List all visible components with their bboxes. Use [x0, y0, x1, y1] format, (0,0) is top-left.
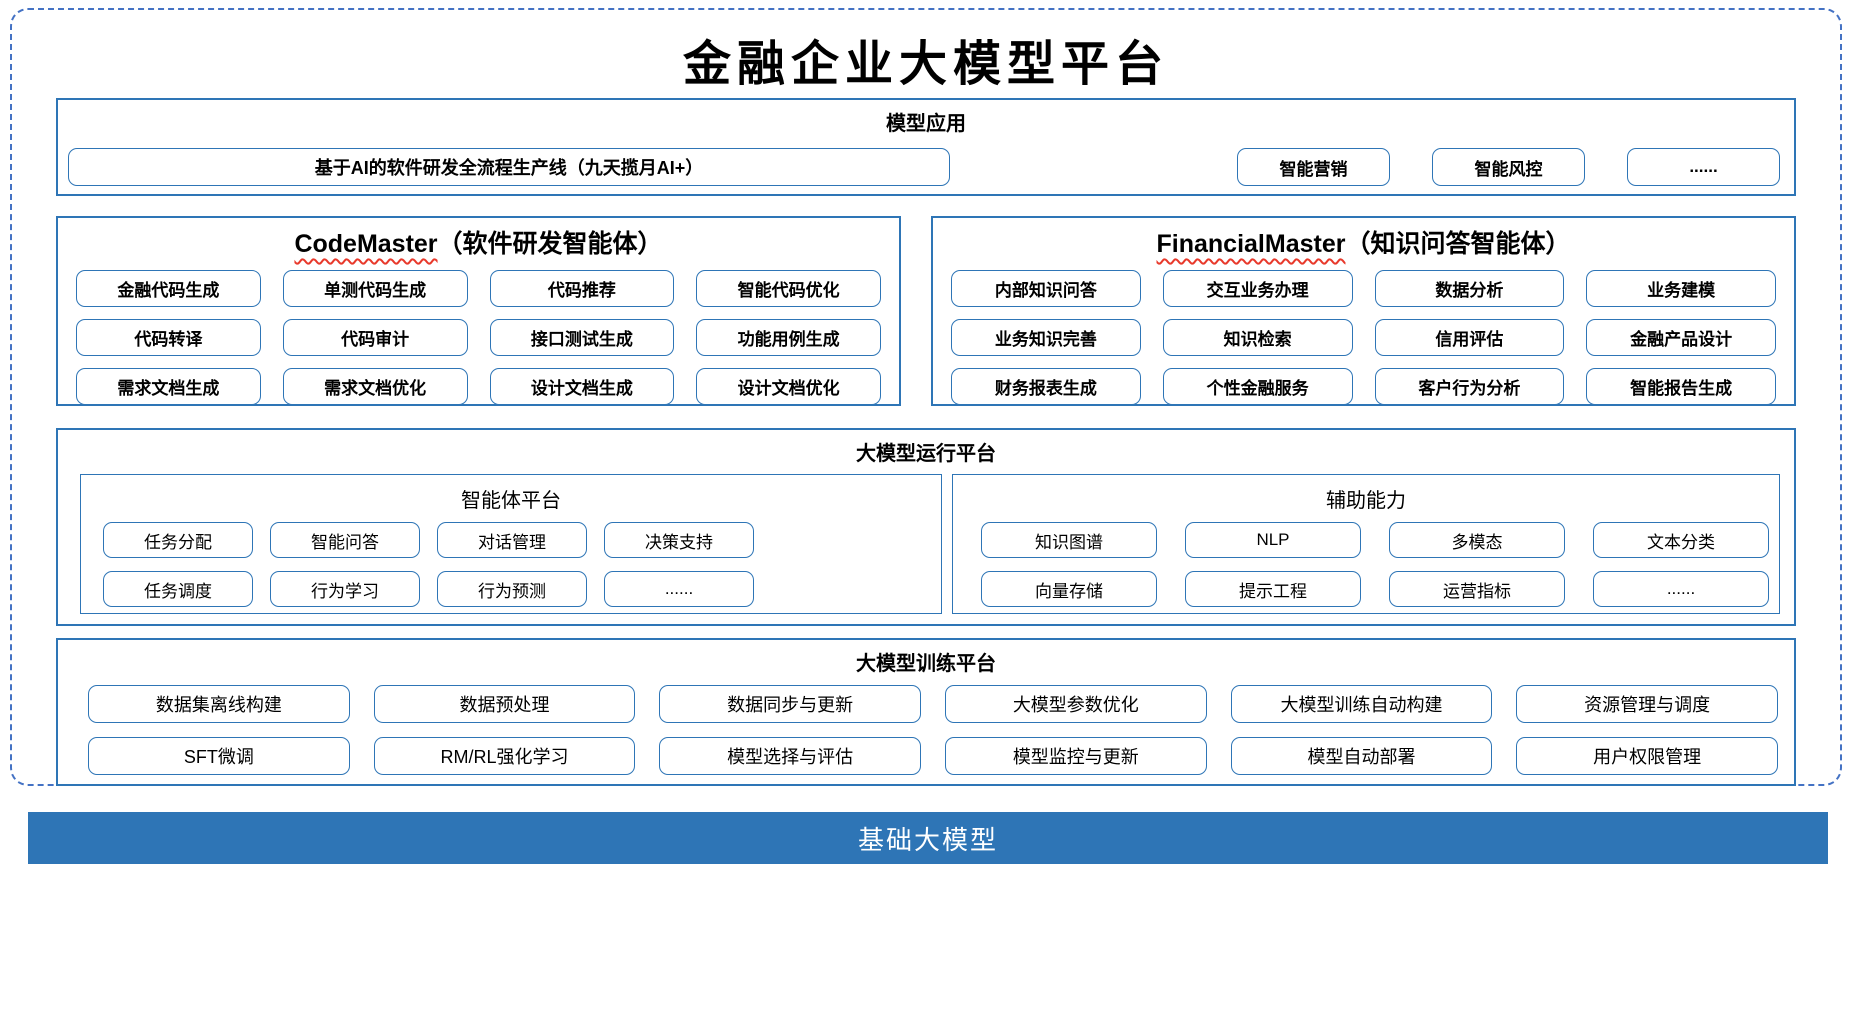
financialmaster-box: 客户行为分析: [1374, 368, 1565, 405]
panel-header-codemaster: CodeMaster（软件研发智能体）: [58, 218, 899, 260]
training-box: SFT微调: [88, 737, 350, 775]
codemaster-box: 代码审计: [282, 319, 468, 356]
aux-capability-box: NLP: [1185, 522, 1361, 558]
runtime-inner: 智能体平台 任务分配 智能问答 对话管理 决策支持 任务调度 行为学习 行为预测…: [80, 474, 1780, 614]
training-box: 数据集离线构建: [88, 685, 350, 723]
training-box: 数据同步与更新: [659, 685, 921, 723]
training-box: 数据预处理: [373, 685, 636, 723]
app-box-ai-pipeline: 基于AI的软件研发全流程生产线（九天揽月AI+）: [68, 148, 950, 186]
training-box: 大模型参数优化: [944, 685, 1207, 723]
codemaster-box: 需求文档优化: [282, 368, 468, 405]
agent-platform-box: ......: [604, 571, 754, 607]
codemaster-box: 设计文档生成: [489, 368, 675, 405]
codemaster-box: 需求文档生成: [76, 368, 261, 405]
training-box: 模型监控与更新: [944, 737, 1207, 775]
financialmaster-box: 业务知识完善: [951, 319, 1141, 356]
subpanel-header-agent-platform: 智能体平台: [461, 490, 561, 512]
codemaster-title-en: CodeMaster: [294, 230, 438, 258]
training-grid: 数据集离线构建 数据预处理 数据同步与更新 大模型参数优化 大模型训练自动构建 …: [58, 676, 1794, 775]
section-runtime-platform: 大模型运行平台 智能体平台 任务分配 智能问答 对话管理 决策支持 任务调度 行…: [56, 428, 1796, 626]
financialmaster-title-en: FinancialMaster: [1156, 230, 1346, 258]
app-box-more: ......: [1627, 148, 1780, 186]
section-training-platform: 大模型训练平台 数据集离线构建 数据预处理 数据同步与更新 大模型参数优化 大模…: [56, 638, 1796, 786]
aux-capability-box: ......: [1593, 571, 1769, 607]
agent-platform-box: 对话管理: [437, 522, 587, 558]
codemaster-title-cn: （软件研发智能体）: [437, 230, 663, 258]
financialmaster-box: 内部知识问答: [951, 270, 1141, 307]
app-box-smart-marketing: 智能营销: [1237, 148, 1390, 186]
agent-platform-box: 行为学习: [270, 571, 420, 607]
model-app-row: 基于AI的软件研发全流程生产线（九天揽月AI+） 智能营销 智能风控 .....…: [68, 148, 1780, 186]
agent-platform-box: 任务调度: [103, 571, 253, 607]
financialmaster-box: 财务报表生成: [951, 368, 1141, 405]
base-model-bar: 基础大模型: [28, 812, 1828, 864]
codemaster-box: 代码推荐: [489, 270, 675, 307]
financialmaster-box: 数据分析: [1374, 270, 1565, 307]
platform-frame: 金融企业大模型平台 模型应用 基于AI的软件研发全流程生产线（九天揽月AI+） …: [10, 8, 1842, 786]
panel-header-financialmaster: FinancialMaster（知识问答智能体）: [933, 218, 1794, 260]
agent-platform-grid: 任务分配 智能问答 对话管理 决策支持 任务调度 行为学习 行为预测 .....…: [81, 513, 941, 607]
aux-capability-box: 多模态: [1389, 522, 1565, 558]
financialmaster-box: 智能报告生成: [1586, 368, 1776, 405]
agent-platform-box: 任务分配: [103, 522, 253, 558]
aux-capability-box: 运营指标: [1389, 571, 1565, 607]
section-header-runtime: 大模型运行平台: [856, 443, 996, 465]
codemaster-box: 功能用例生成: [696, 319, 881, 356]
panel-financialmaster: FinancialMaster（知识问答智能体） 内部知识问答 交互业务办理 数…: [931, 216, 1796, 406]
training-box: 大模型训练自动构建: [1230, 685, 1493, 723]
codemaster-box: 设计文档优化: [696, 368, 881, 405]
training-box: 用户权限管理: [1516, 737, 1778, 775]
aux-capability-box: 文本分类: [1593, 522, 1769, 558]
agent-platform-box: 行为预测: [437, 571, 587, 607]
financialmaster-box: 业务建模: [1586, 270, 1776, 307]
agent-platform-box: 决策支持: [604, 522, 754, 558]
agents-row: CodeMaster（软件研发智能体） 金融代码生成 单测代码生成 代码推荐 智…: [56, 216, 1796, 406]
codemaster-box: 单测代码生成: [282, 270, 468, 307]
panel-codemaster: CodeMaster（软件研发智能体） 金融代码生成 单测代码生成 代码推荐 智…: [56, 216, 901, 406]
codemaster-box: 智能代码优化: [696, 270, 881, 307]
agent-platform-box: 智能问答: [270, 522, 420, 558]
financialmaster-box: 金融产品设计: [1586, 319, 1776, 356]
subpanel-header-aux-capabilities: 辅助能力: [1326, 490, 1406, 512]
aux-capability-box: 知识图谱: [981, 522, 1157, 558]
financialmaster-box: 交互业务办理: [1162, 270, 1353, 307]
codemaster-grid: 金融代码生成 单测代码生成 代码推荐 智能代码优化 代码转译 代码审计 接口测试…: [58, 260, 899, 405]
financialmaster-grid: 内部知识问答 交互业务办理 数据分析 业务建模 业务知识完善 知识检索 信用评估…: [933, 260, 1794, 405]
training-box: RM/RL强化学习: [373, 737, 636, 775]
aux-capability-box: 提示工程: [1185, 571, 1361, 607]
financialmaster-title-cn: （知识问答智能体）: [1345, 230, 1571, 258]
codemaster-box: 接口测试生成: [489, 319, 675, 356]
financialmaster-box: 信用评估: [1374, 319, 1565, 356]
page-title: 金融企业大模型平台: [682, 36, 1169, 92]
training-box: 资源管理与调度: [1516, 685, 1778, 723]
codemaster-box: 代码转译: [76, 319, 261, 356]
section-header-training: 大模型训练平台: [856, 653, 996, 675]
aux-capabilities-grid: 知识图谱 NLP 多模态 文本分类 向量存储 提示工程 运营指标 ......: [953, 513, 1779, 607]
training-box: 模型自动部署: [1230, 737, 1493, 775]
section-header-model-applications: 模型应用: [886, 113, 966, 135]
training-box: 模型选择与评估: [659, 737, 921, 775]
financialmaster-box: 个性金融服务: [1162, 368, 1353, 405]
app-box-smart-risk-control: 智能风控: [1432, 148, 1585, 186]
codemaster-box: 金融代码生成: [76, 270, 261, 307]
subpanel-agent-platform: 智能体平台 任务分配 智能问答 对话管理 决策支持 任务调度 行为学习 行为预测…: [80, 474, 942, 614]
section-model-applications: 模型应用 基于AI的软件研发全流程生产线（九天揽月AI+） 智能营销 智能风控 …: [56, 98, 1796, 196]
subpanel-aux-capabilities: 辅助能力 知识图谱 NLP 多模态 文本分类 向量存储 提示工程 运营指标 ..…: [952, 474, 1780, 614]
financialmaster-box: 知识检索: [1162, 319, 1353, 356]
aux-capability-box: 向量存储: [981, 571, 1157, 607]
